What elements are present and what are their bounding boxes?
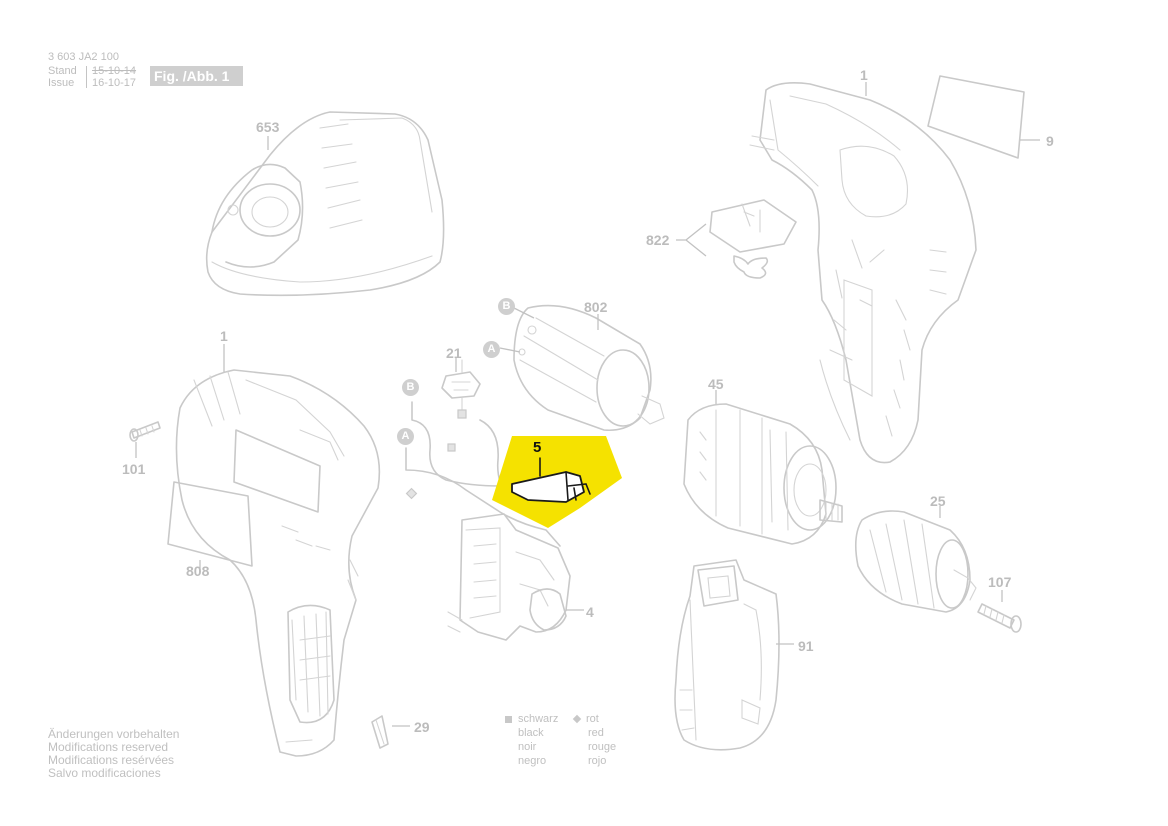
wire-marker-a: A: [397, 428, 414, 445]
motor-drawing: [499, 304, 665, 432]
slide-switch-drawing: [676, 199, 797, 279]
legend-black-fr: noir: [518, 741, 537, 753]
part-number-21: 21: [446, 345, 462, 361]
part-number-802: 802: [584, 299, 608, 315]
part-number-653: 653: [256, 119, 280, 135]
drill-housing-drawing: [175, 369, 381, 757]
part-number-822: 822: [646, 232, 670, 248]
legend-red-fr: rouge: [588, 741, 617, 753]
legend-black-de: schwarz: [505, 712, 558, 726]
note-en: Modifications reserved: [48, 740, 169, 754]
screw-101-drawing: [129, 421, 161, 458]
note-es: Salvo modificaciones: [48, 766, 161, 780]
label-808-drawing: [167, 481, 253, 567]
date-bracket: [81, 66, 87, 88]
diamond-icon: [572, 714, 582, 724]
note-fr: Modifications resérvées: [48, 753, 175, 767]
part-number-1-drill: 1: [220, 328, 228, 344]
part-number-5[interactable]: 5: [533, 439, 542, 456]
part-number-45: 45: [708, 376, 724, 392]
figure-label: Fig. /Abb. 1: [150, 66, 243, 86]
issue-date: 16-10-17: [92, 77, 137, 89]
part-number-29: 29: [414, 719, 430, 735]
legend-black-en: black: [518, 727, 544, 739]
clip-29-drawing: [371, 715, 410, 749]
chuck-drawing: [854, 510, 977, 613]
square-icon: [505, 715, 512, 723]
label-9-drawing: [927, 75, 1040, 159]
part-number-101: 101: [122, 461, 146, 477]
part-number-808: 808: [186, 563, 210, 579]
contact-21-drawing: [441, 359, 481, 419]
housing-half-drawing: [749, 82, 977, 464]
switch-4-drawing: [447, 513, 584, 641]
screw-107-drawing: [977, 603, 1022, 633]
legend-red-es: rojo: [588, 755, 607, 767]
connector-marker-a: A: [483, 341, 500, 358]
legend-red-en: red: [588, 727, 604, 739]
part-number-91: 91: [798, 638, 814, 654]
note-de: Änderungen vorbehalten: [48, 727, 180, 741]
connector-marker-b: B: [498, 298, 515, 315]
gearbox-drawing: [683, 403, 843, 545]
part-5-highlight[interactable]: [492, 436, 622, 528]
part-number-25: 25: [930, 493, 946, 509]
legend-red-de: rot: [572, 712, 599, 726]
part-number-1-housing: 1: [860, 67, 868, 83]
battery-drawing: [674, 559, 794, 751]
wire-marker-b: B: [402, 379, 419, 396]
legend-black-es: negro: [518, 755, 547, 767]
stand-date: 15-10-14: [92, 65, 137, 77]
part-number-9: 9: [1046, 133, 1054, 149]
charger-drawing: [205, 111, 445, 297]
part-number-107: 107: [988, 574, 1012, 590]
issue-label: Issue: [48, 77, 75, 89]
part-number-4: 4: [586, 604, 594, 620]
stand-label: Stand: [48, 65, 77, 77]
document-number: 3 603 JA2 100: [48, 51, 119, 63]
